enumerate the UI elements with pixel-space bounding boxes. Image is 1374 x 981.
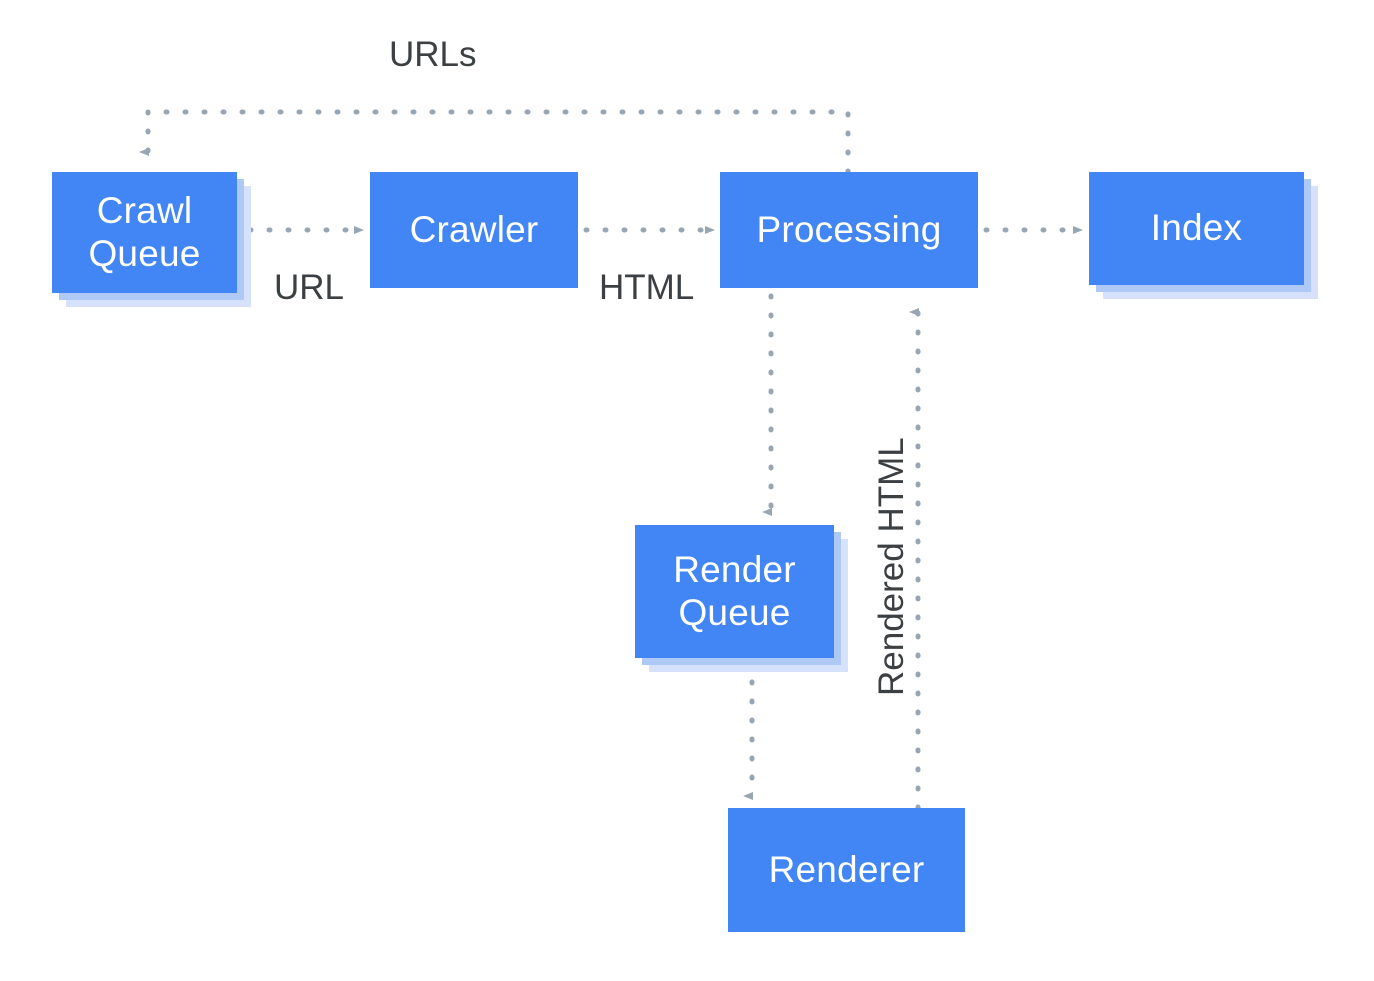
- node-index[interactable]: Index: [1089, 172, 1304, 285]
- node-index-label: Index: [1150, 207, 1243, 249]
- node-renderer-label: Renderer: [768, 848, 925, 890]
- node-render-queue-label: Render Queue: [673, 548, 796, 633]
- edge-urls-path: [139, 109, 851, 175]
- node-processing[interactable]: Processing: [720, 172, 978, 288]
- node-render-queue[interactable]: Render Queue: [635, 525, 834, 658]
- node-crawler-label: Crawler: [409, 208, 539, 250]
- edge-label-html: HTML: [599, 268, 695, 307]
- node-crawl-queue[interactable]: Crawl Queue: [52, 172, 237, 293]
- edge-label-rendered-html: Rendered HTML: [872, 437, 911, 696]
- node-renderer[interactable]: Renderer: [728, 808, 965, 932]
- node-processing-label: Processing: [756, 208, 942, 250]
- edge-label-urls: URLs: [389, 35, 477, 74]
- node-crawler[interactable]: Crawler: [370, 172, 578, 288]
- edge-label-url: URL: [274, 268, 345, 307]
- node-crawl-queue-label: Crawl Queue: [88, 189, 201, 274]
